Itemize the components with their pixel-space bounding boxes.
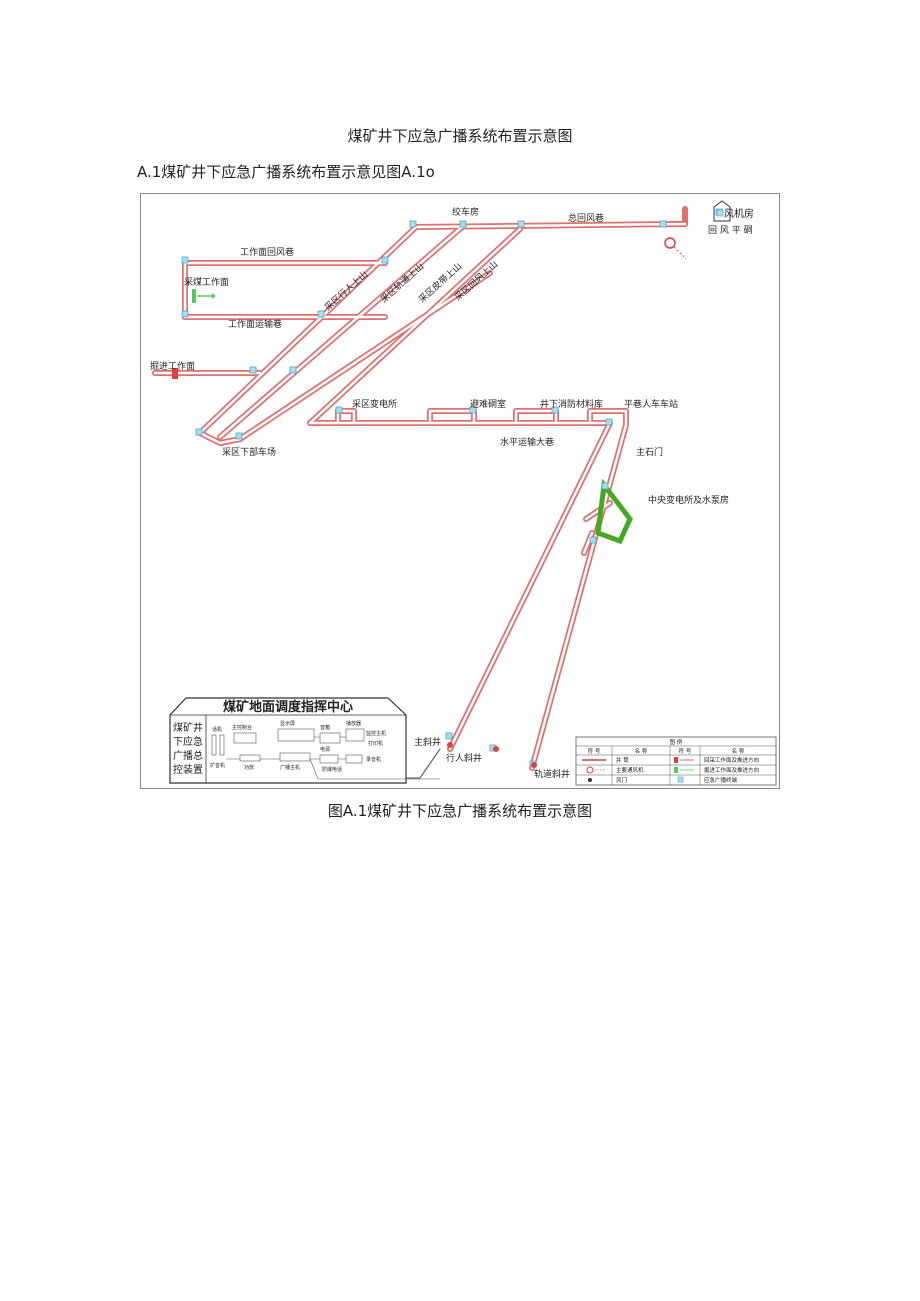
label-main-return-airway: 总回风巷 (568, 212, 604, 224)
mining-face-icon (192, 289, 216, 303)
legend-entry: 主要通风机 (616, 766, 644, 774)
terminal (409, 220, 417, 228)
intro-paragraph: A.1煤矿井下应急广播系统布置示意见图A.1o (137, 163, 435, 181)
legend-header: 符 号 (588, 747, 601, 755)
equipment-label: 监控主机 (366, 730, 386, 737)
equipment-label: 播放器 (346, 720, 361, 727)
terminal (469, 406, 477, 414)
terminal (289, 366, 297, 374)
legend-entry: 风门 (616, 776, 627, 784)
heading-face-icon (172, 368, 178, 379)
terminal (517, 220, 525, 228)
equipment-label: 防爆电话 (322, 766, 342, 773)
mine-layout-diagram: 风机房 回 风 平 硐 绞车房 总回风巷 工作面回风巷 采煤工作面 工作面运输巷… (140, 193, 780, 789)
terminal (335, 406, 343, 414)
label-main-crosscut: 主石门 (636, 446, 663, 458)
legend-header: 符 号 (679, 747, 692, 755)
legend-title: 图 例 (670, 738, 683, 746)
terminal (235, 432, 243, 440)
equipment-label: 打印机 (368, 740, 383, 747)
equipment-schematic (211, 728, 440, 780)
label-substation: 采区变电所 (352, 398, 397, 410)
man-shaft-icon (493, 746, 499, 752)
label-face-return-airway: 工作面回风巷 (240, 246, 294, 258)
central-substation-pump-room (595, 478, 633, 545)
equipment-label: 话机 (212, 726, 222, 733)
terminal (381, 256, 389, 264)
legend-entry: 掘进工作面及推进方向 (704, 766, 759, 774)
equipment-label: 广播主机 (280, 764, 300, 771)
legend-entry: 应急广播终端 (704, 776, 738, 784)
roadway-network (152, 206, 688, 779)
terminal (551, 406, 559, 414)
label-haulage-roadway: 水平运输大巷 (500, 436, 554, 448)
terminal (459, 220, 467, 228)
equipment-label: 功放 (244, 764, 254, 771)
terminal (181, 310, 189, 318)
terminal (195, 428, 203, 436)
legend-header: 名 称 (635, 747, 648, 755)
label-man-car-station: 平巷人车车站 (624, 398, 678, 410)
control-center: 煤矿地面调度指挥中心 煤矿井 下应急 广播总 控装置 话机 扩音机 主控制台 功… (169, 697, 440, 784)
label-central-substation: 中央变电所及水泵房 (648, 494, 729, 506)
control-label-line: 煤矿井 (173, 721, 203, 734)
legend-entry: 井 筒 (616, 756, 629, 764)
legend-header: 名 称 (732, 747, 745, 755)
label-return-air-adit: 回 风 平 硐 (708, 225, 753, 236)
label-man-inclined-shaft: 行人斜井 (446, 752, 482, 764)
label-main-inclined-shaft: 主斜井 (414, 736, 441, 748)
terminal (589, 536, 597, 544)
control-label-line: 广播总 (173, 749, 203, 762)
terminal (445, 732, 453, 740)
broadcast-terminals (181, 208, 723, 768)
label-lower-yard: 采区下部车场 (222, 446, 276, 458)
terminal (249, 366, 257, 374)
label-mining-face: 采煤工作面 (184, 276, 229, 288)
control-center-title: 煤矿地面调度指挥中心 (223, 699, 353, 715)
control-label-line: 控装置 (173, 763, 203, 776)
label-heading-face: 掘进工作面 (150, 360, 195, 372)
legend-symbols (582, 757, 694, 783)
label-material-depot: 井下消防材料库 (540, 398, 603, 410)
figure-caption: 图A.1煤矿井下应急广播系统布置示意图 (327, 802, 593, 820)
terminal (181, 256, 189, 264)
label-track-inclined-shaft: 轨道斜井 (534, 768, 570, 780)
terminal (317, 310, 325, 318)
legend: 图 例 符 号 名 称 符 号 名 称 井 筒 回采工作面及推进方向 主要通风机… (575, 736, 777, 786)
fan-room-building (713, 200, 731, 222)
legend-entry: 回采工作面及推进方向 (704, 756, 759, 764)
equipment-label: 显示屏 (280, 721, 295, 727)
equipment-label: 主控制台 (232, 724, 252, 731)
main-fan-icon (664, 237, 687, 260)
terminal (601, 482, 609, 490)
equipment-label: 录音机 (366, 756, 381, 763)
terminal (605, 418, 613, 426)
label-fan-room: 风机房 (724, 207, 754, 220)
terminal (659, 220, 667, 228)
label-face-haulage-roadway: 工作面运输巷 (228, 318, 282, 330)
control-label-line: 下应急 (173, 735, 203, 748)
label-refuge-chamber: 避难硐室 (470, 398, 506, 410)
track-shaft-icon (531, 762, 537, 768)
label-winch-room: 绞车房 (452, 206, 479, 218)
page-title: 煤矿井下应急广播系统布置示意图 (347, 127, 573, 145)
equipment-label: 电源 (320, 746, 330, 753)
main-shaft-icon (447, 742, 453, 748)
equipment-label: 扩音机 (210, 762, 225, 769)
equipment-label: 音箱 (320, 724, 330, 731)
